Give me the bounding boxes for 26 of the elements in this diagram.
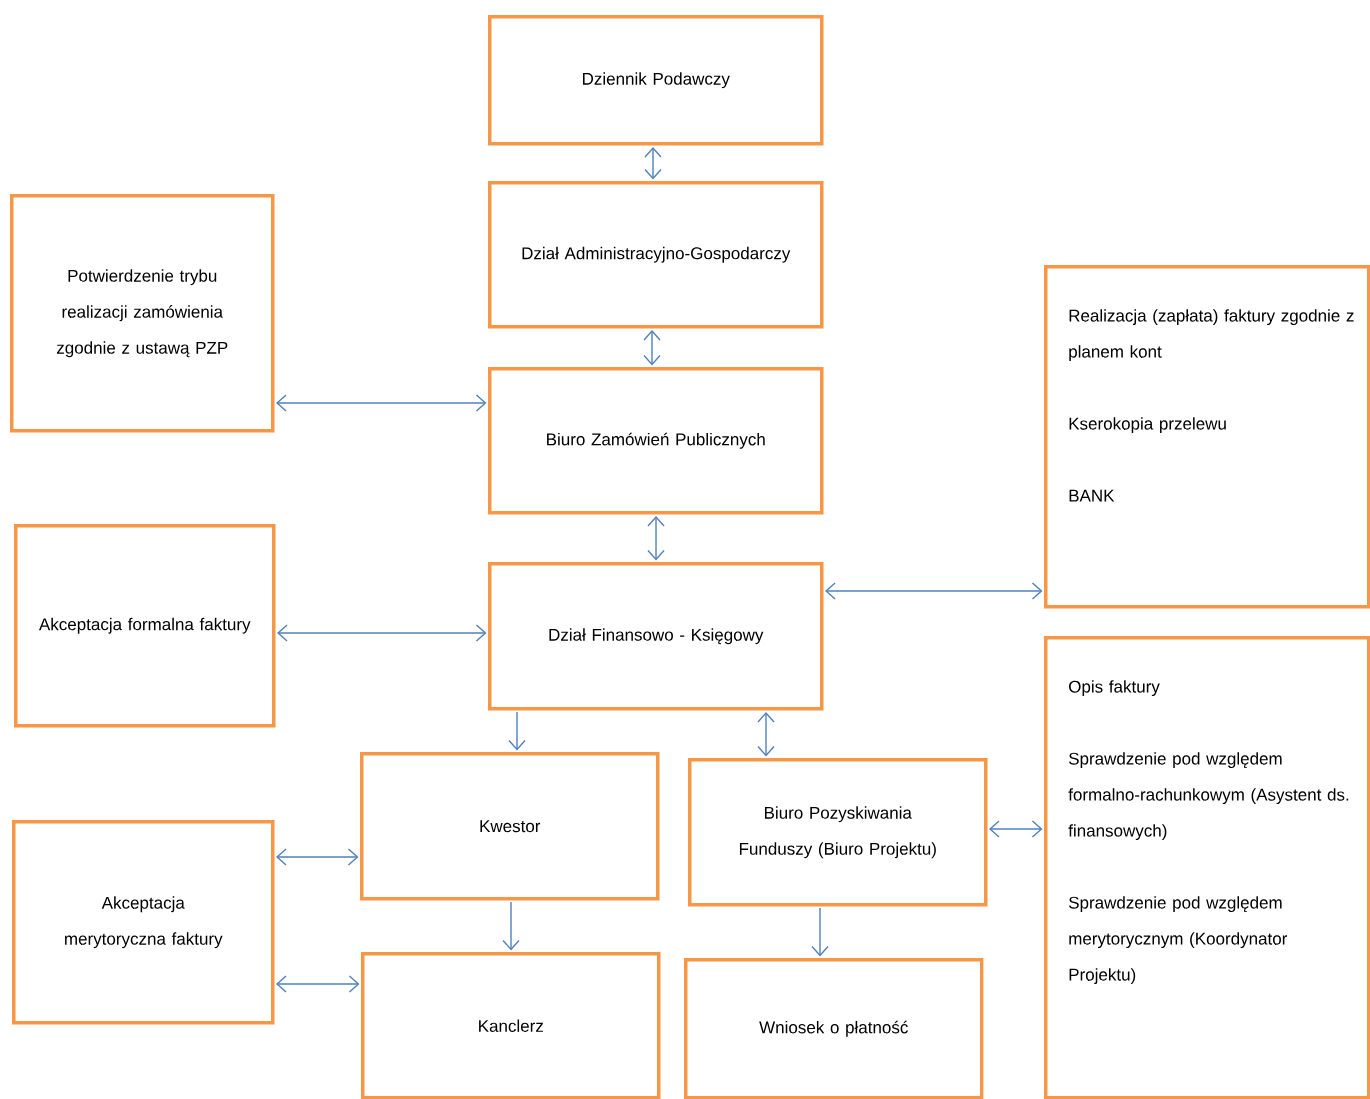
process-box: Opis faktury Sprawdzenie pod względem formalno-rachunkowym (Asystent ds. finansowych) Sprawdzenie pod względem merytorycznym (Koordynator Projektu) [1044,636,1370,1099]
arrow [277,624,487,642]
arrow [989,820,1043,838]
process-box: Biuro Zamówień Publicznych [488,367,824,515]
process-box: Dział Finansowo - Księgowy [488,562,824,711]
arrow [644,147,662,180]
process-box: Kanclerz [361,952,661,1099]
process-box: Biuro Pozyskiwania Funduszy (Biuro Projektu) [688,758,988,907]
process-box: Akceptacja merytoryczna faktury [12,820,275,1025]
process-box: Wniosek o płatność [684,958,984,1099]
arrow [811,907,829,957]
process-box: Dziennik Podawczy [488,15,824,146]
arrow [647,516,665,561]
arrow [825,582,1043,600]
arrow [276,848,359,866]
arrow [757,712,775,757]
process-box: Akceptacja formalna faktury [14,524,276,728]
arrow [508,711,526,751]
arrow [502,901,520,951]
arrow [276,394,487,412]
process-box: Potwierdzenie trybu realizacji zamówienia zgodnie z ustawą PZP [10,194,275,433]
arrow [276,975,360,993]
process-box: Dział Administracyjno-Gospodarczy [488,181,824,329]
process-box: Realizacja (zapłata) faktury zgodnie z planem kont Kserokopia przelewu BANK [1044,265,1370,609]
arrow [643,330,661,366]
process-box: Kwestor [360,752,660,901]
